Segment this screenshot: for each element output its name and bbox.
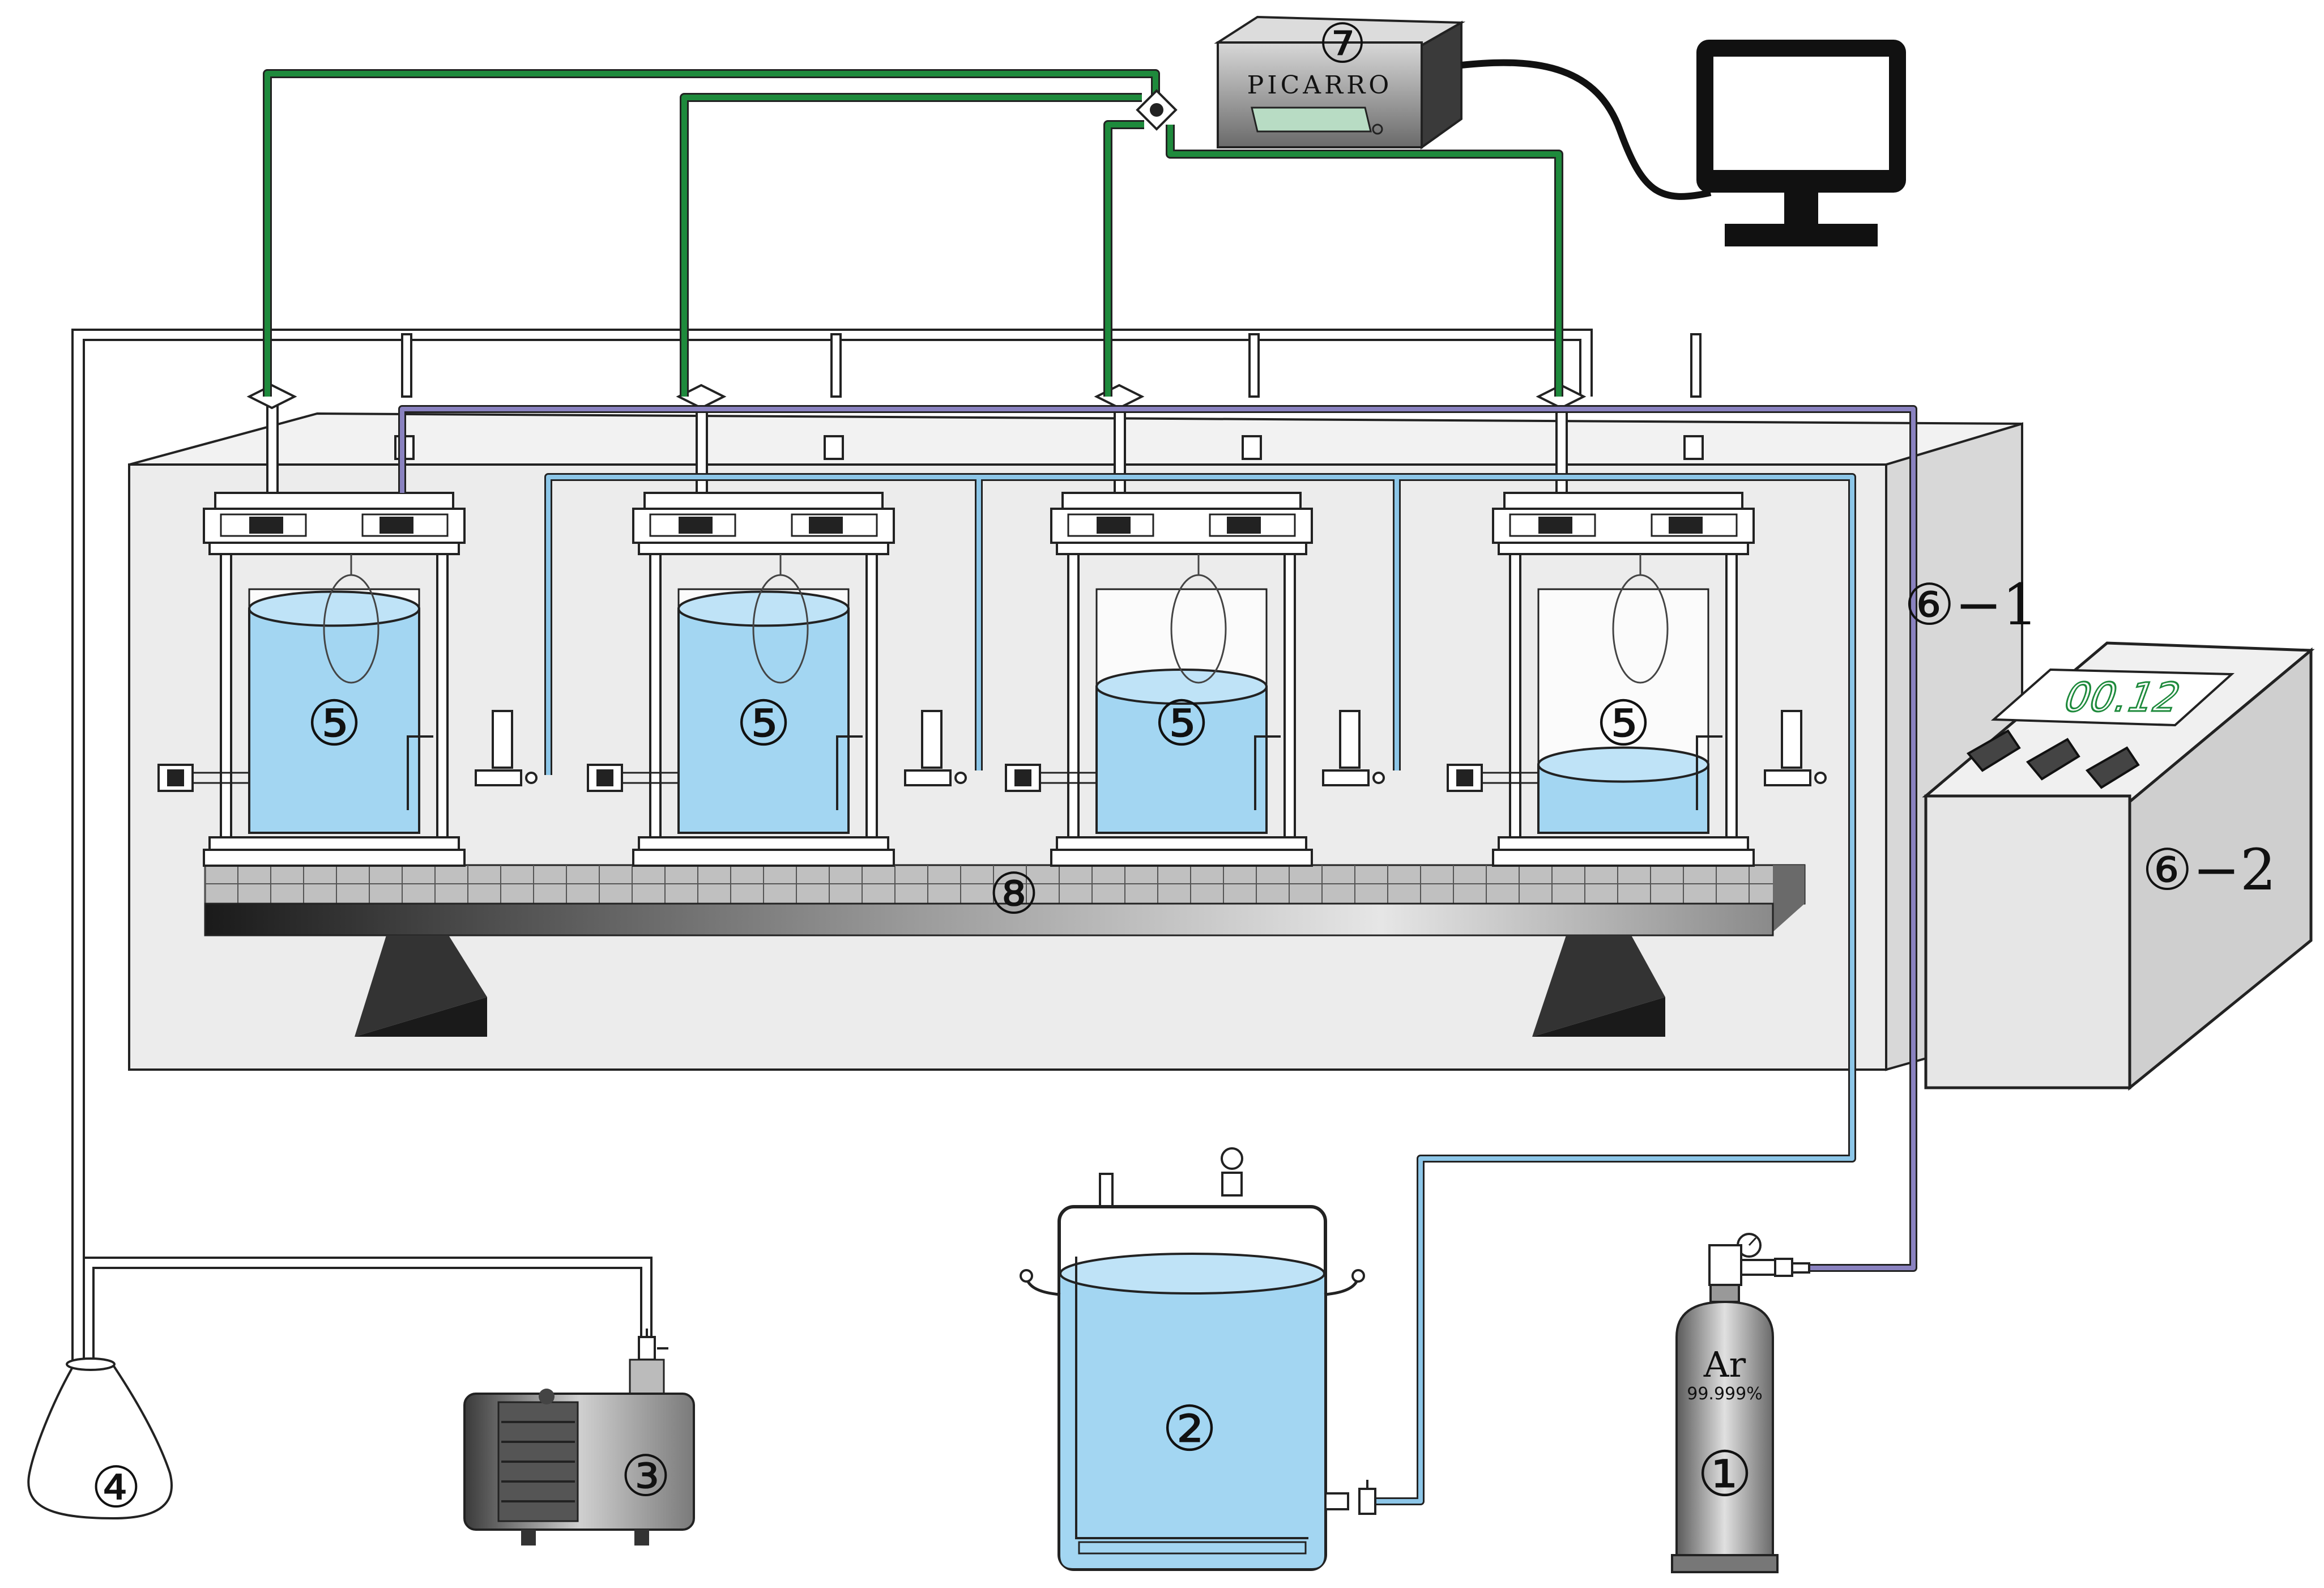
gauge-icon xyxy=(1221,1147,1243,1197)
argon-cylinder: Ar 99.999% ① xyxy=(1671,1233,1810,1573)
chamber-1: ⑤ xyxy=(157,333,538,867)
flask-marker: ④ xyxy=(91,1454,142,1521)
picarro-analyzer: PICARRO ⑦ xyxy=(1214,12,1466,150)
water-tank: ② xyxy=(1020,1147,1376,1571)
collection-flask: ④ xyxy=(27,1357,173,1521)
controller-marker: ⑥−2 xyxy=(2142,837,2276,903)
valve-icon xyxy=(1324,1480,1376,1515)
controller-knobs xyxy=(1966,729,2140,789)
purple-argon-lines-fill xyxy=(400,407,1916,1270)
blue-water-lines-fill xyxy=(546,475,1854,1504)
heater-marker: ⑥−1 xyxy=(1904,572,2038,638)
chamber-marker: ⑤ xyxy=(1596,687,1652,760)
cylinder-marker: ① xyxy=(1697,1438,1753,1510)
chamber-marker: ⑤ xyxy=(1154,687,1210,760)
chamber-3: ⑤ xyxy=(1005,333,1385,867)
tank-marker: ② xyxy=(1162,1393,1218,1465)
shaker-platform xyxy=(204,864,1806,1037)
analyzer-marker: ⑦ xyxy=(1318,12,1367,75)
monitor-icon xyxy=(1696,40,1906,246)
incubation-chambers: ⑤ ⑤ ⑤ ⑤ xyxy=(157,333,1827,867)
chamber-2: ⑤ xyxy=(587,333,967,867)
chamber-water xyxy=(1095,686,1268,834)
chamber-water xyxy=(248,607,420,835)
temperature-controller: 00.12 ⑥−2 xyxy=(1922,641,2315,1091)
chamber-4: ⑤ xyxy=(1447,333,1827,867)
pump-marker: ③ xyxy=(620,1443,671,1509)
green-gas-lines-fill xyxy=(265,71,1562,397)
cylinder-purity-label: 99.999% xyxy=(1687,1384,1762,1404)
shaker-marker: ⑧ xyxy=(988,861,1039,927)
manifold-hub xyxy=(1136,89,1178,131)
picarro-label: PICARRO xyxy=(1247,71,1393,100)
controller-display: 00.12 xyxy=(2057,675,2187,721)
chamber-marker: ⑤ xyxy=(306,687,363,760)
chamber-marker: ⑤ xyxy=(736,687,792,760)
valve-icon xyxy=(676,384,727,410)
monitor-cable xyxy=(1461,59,1712,200)
vacuum-line xyxy=(83,1257,653,1360)
vacuum-pump: ③ xyxy=(463,1329,695,1546)
cylinder-gas-label: Ar xyxy=(1703,1344,1746,1385)
valve-icon xyxy=(638,1329,668,1361)
shaker-tiles xyxy=(204,865,1773,904)
